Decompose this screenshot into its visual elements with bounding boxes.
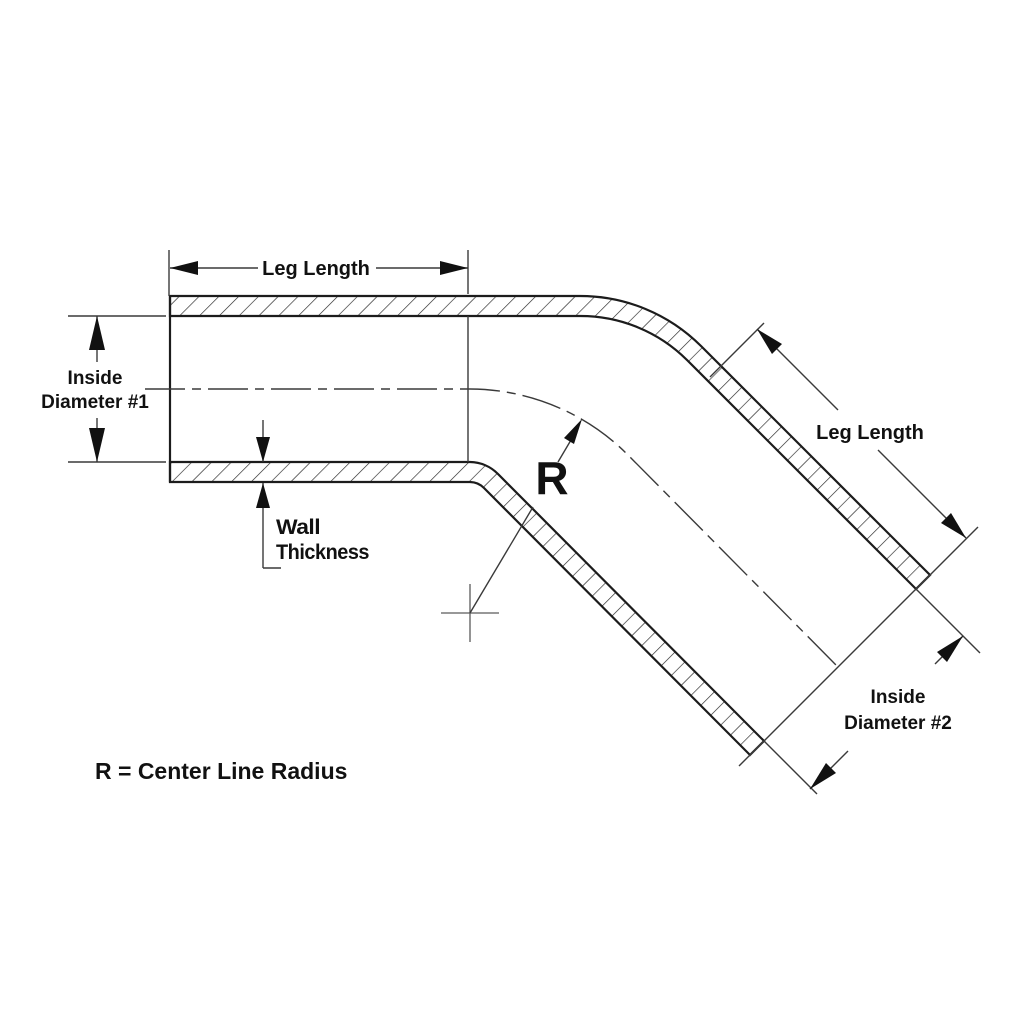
arrowhead-lower-icon [810,763,836,789]
dim-wall-thickness: Wall Thickness [256,420,370,569]
inside-diameter-1-label-line2: Diameter #1 [41,392,149,413]
inside-diameter-2-label-line1: Inside [871,687,926,708]
radius-line [557,439,572,463]
leg-length-diagonal-label: Leg Length [816,422,924,444]
pipe-diagonal-end-face [738,526,979,767]
arrowhead-lower-icon [941,513,966,538]
radius-line [469,506,534,614]
arrowhead-up-icon [89,316,105,350]
arrowhead-right-icon [440,261,468,275]
inside-diameter-2-label-line2: Diameter #2 [844,713,952,734]
extension-line [709,322,765,378]
dim-leg-length-top: Leg Length [168,250,469,462]
radius-symbol-label: R [535,452,568,504]
extension-line [763,740,818,795]
extension-line [915,588,981,654]
arrowhead-upper-icon [937,636,963,662]
dim-inside-diameter-2: Inside Diameter #2 [763,588,981,795]
arrowhead-down-icon [256,437,270,462]
inside-diameter-1-label-line1: Inside [68,368,123,389]
arrowhead-left-icon [170,261,198,275]
dim-leg-length-diagonal: Leg Length [709,322,967,539]
arrowhead-upper-icon [757,329,782,354]
pipe-body [145,294,979,767]
wall-thickness-label-line2: Thickness [276,541,369,564]
dim-center-line-radius: R [469,419,582,614]
pipe-centerline [145,388,839,668]
arrowhead-icon [564,419,582,444]
wall-thickness-label-line1: Wall [276,516,320,539]
arrowhead-up-icon [256,483,270,508]
arrowhead-down-icon [89,428,105,462]
leg-length-top-label: Leg Length [262,258,370,280]
dim-inside-diameter-1: Inside Diameter #1 [41,315,166,463]
radius-legend-text: R = Center Line Radius [95,758,347,784]
